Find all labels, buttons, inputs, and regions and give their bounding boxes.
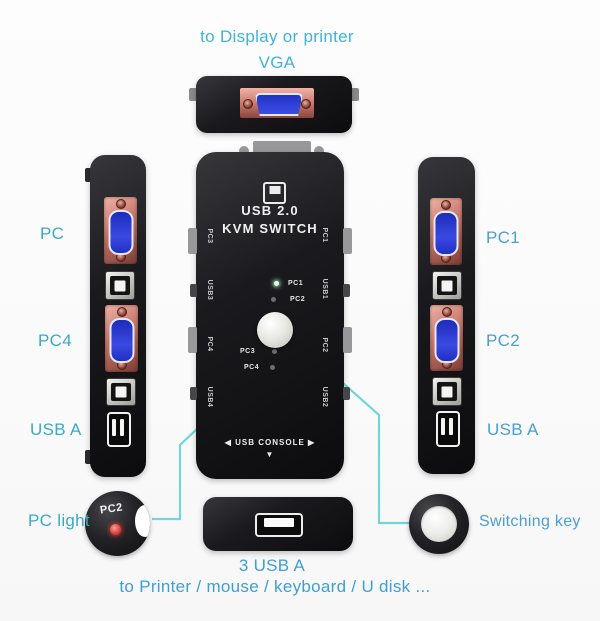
- vga-plate: [240, 88, 314, 118]
- usb-a-slot: [449, 418, 453, 435]
- pc-light-label: PC2: [99, 501, 124, 517]
- device-top-body: [196, 76, 352, 133]
- right-usb-stub-1: [343, 284, 350, 297]
- vga-blue-connector: [434, 318, 459, 363]
- usb-b-port-pc1: [432, 271, 462, 300]
- usb-a-slot: [120, 419, 124, 436]
- screw: [442, 307, 452, 317]
- annotation-usba-left: USB A: [30, 420, 82, 439]
- right-usb-stub-2: [343, 387, 350, 400]
- port-label-usb1: USB1: [321, 278, 329, 300]
- usb-console-arrow: ▼: [265, 450, 275, 459]
- top-vga-connector: [253, 141, 311, 155]
- right-vga-stub-1: [343, 228, 352, 254]
- left-vga-stub-1: [188, 228, 197, 254]
- switching-key-cap: [421, 506, 457, 542]
- vga-blue-connector: [108, 210, 133, 255]
- vga-screw-left: [243, 99, 253, 109]
- annotation-pc2: PC2: [486, 331, 520, 350]
- screw-ear-right: [351, 88, 359, 101]
- annotation-usba-right: USB A: [487, 420, 539, 439]
- annotation-vga: VGA: [258, 53, 296, 72]
- vga-blue-connector: [433, 211, 459, 256]
- usb-b-tongue: [114, 280, 126, 291]
- usb-console-icon-inner: [269, 186, 280, 194]
- usb-a-tongue: [264, 518, 294, 527]
- screw: [117, 307, 127, 317]
- top-screw-post-right: [314, 146, 324, 156]
- device-bottom-view: [203, 497, 353, 551]
- port-label-pc3: PC3: [206, 228, 214, 244]
- port-label-usb2: USB2: [321, 386, 329, 408]
- port-shine: [135, 505, 150, 537]
- usb-b-tongue: [441, 386, 453, 397]
- left-side-tab-top: [85, 168, 92, 182]
- annotation-pc: PC: [40, 224, 65, 243]
- left-vga-stub-2: [188, 327, 197, 353]
- usb-a-port-left: [107, 412, 131, 447]
- vga-port-pc2: [430, 305, 463, 371]
- led-label-pc2: PC2: [290, 296, 306, 303]
- usb-b-tongue: [115, 386, 127, 398]
- left-usb-stub-1: [190, 284, 197, 297]
- usb-b-port-pc2: [432, 377, 462, 406]
- top-screw-post-left: [239, 146, 249, 156]
- selector-button: [257, 312, 293, 348]
- left-usb-stub-2: [190, 387, 197, 400]
- port-label-pc2: PC2: [321, 337, 329, 353]
- usb-a-slot: [441, 418, 445, 435]
- led-pc3: [272, 349, 277, 354]
- annotation-bottom-caption: to Printer / mouse / keyboard / U disk .…: [119, 577, 431, 596]
- usb-a-port-right: [436, 411, 460, 447]
- vga-port-pc1: [430, 198, 462, 265]
- port-label-pc1: PC1: [321, 227, 329, 243]
- usb-b-port-pc3: [105, 271, 135, 300]
- right-vga-stub-2: [343, 327, 352, 353]
- vga-blue-connector: [109, 318, 134, 363]
- annotation-pc4: PC4: [38, 331, 72, 350]
- usb-console-icon: [263, 182, 286, 204]
- model-name-line1: USB 2.0: [241, 203, 299, 218]
- port-label-usb3: USB3: [206, 279, 214, 301]
- led-pc4: [270, 365, 275, 370]
- port-label-usb4: USB4: [206, 386, 214, 408]
- annotation-pc-light: PC light: [28, 511, 90, 530]
- screw-ear-left: [189, 88, 197, 101]
- annotation-to-display: to Display or printer: [200, 27, 354, 46]
- led-pc1: [274, 281, 279, 286]
- port-label-pc4: PC4: [206, 336, 214, 352]
- annotation-3usba: 3 USB A: [238, 556, 306, 575]
- left-side-tab-bottom: [85, 450, 92, 464]
- vga-port-console: [255, 93, 303, 116]
- usb-console-label: ◀ USB CONSOLE ▶: [224, 438, 316, 447]
- vga-port-pc4: [105, 305, 138, 372]
- vga-screw-right: [301, 99, 311, 109]
- screw: [441, 200, 451, 210]
- usb-a-port-bottom: [255, 513, 303, 537]
- red-led: [110, 524, 121, 535]
- screw: [116, 199, 126, 209]
- pc-light-button: PC2: [85, 491, 150, 556]
- switching-key-button: [409, 494, 469, 554]
- usb-a-slot: [112, 419, 116, 436]
- led-pc2: [271, 297, 276, 302]
- usb-b-tongue: [441, 280, 453, 291]
- annotation-switching-key: Switching key: [479, 513, 581, 530]
- usb-b-port-pc4: [106, 378, 136, 406]
- annotation-pc1: PC1: [486, 228, 520, 247]
- led-label-pc3: PC3: [240, 348, 256, 355]
- model-name-line2: KVM SWITCH: [222, 221, 318, 236]
- led-label-pc1: PC1: [288, 280, 304, 287]
- led-label-pc4: PC4: [244, 364, 260, 371]
- vga-port-pc3: [104, 197, 137, 264]
